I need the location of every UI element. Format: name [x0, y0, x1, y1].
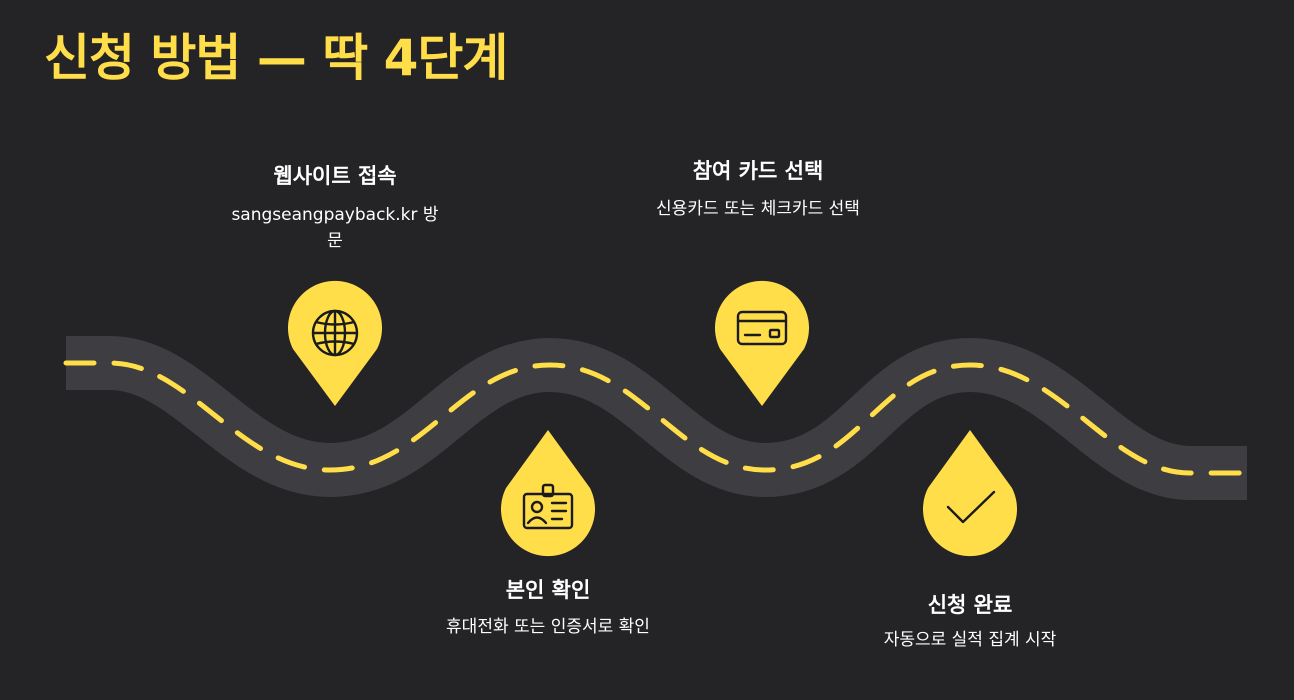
step-4-title: 신청 완료	[927, 593, 1013, 617]
road-center-line	[63, 360, 1250, 476]
globe-icon	[311, 309, 359, 357]
step-3-description: 신용카드 또는 체크카드 선택	[656, 199, 860, 219]
step-2-description: 휴대전화 또는 인증서로 확인	[446, 617, 650, 637]
step-4-marker	[923, 430, 1017, 557]
step-1-description: sangseangpayback.kr 방문	[231, 205, 439, 251]
drop-pin	[923, 430, 1017, 557]
page-title: 신청 방법 — 딱 4단계	[44, 29, 508, 87]
step-1-title: 웹사이트 접속	[273, 164, 397, 188]
id-card-icon	[522, 483, 574, 530]
step-4-description: 자동으로 실적 집계 시작	[883, 630, 1057, 650]
checkmark-icon	[946, 490, 996, 524]
step-1-marker	[288, 280, 383, 406]
step-2-title: 본인 확인	[505, 578, 591, 602]
step-3-title: 참여 카드 선택	[692, 159, 824, 183]
step-3-marker	[714, 280, 809, 406]
step-2-marker	[501, 430, 595, 557]
credit-card-icon	[736, 310, 788, 346]
road-surface	[66, 336, 1247, 500]
